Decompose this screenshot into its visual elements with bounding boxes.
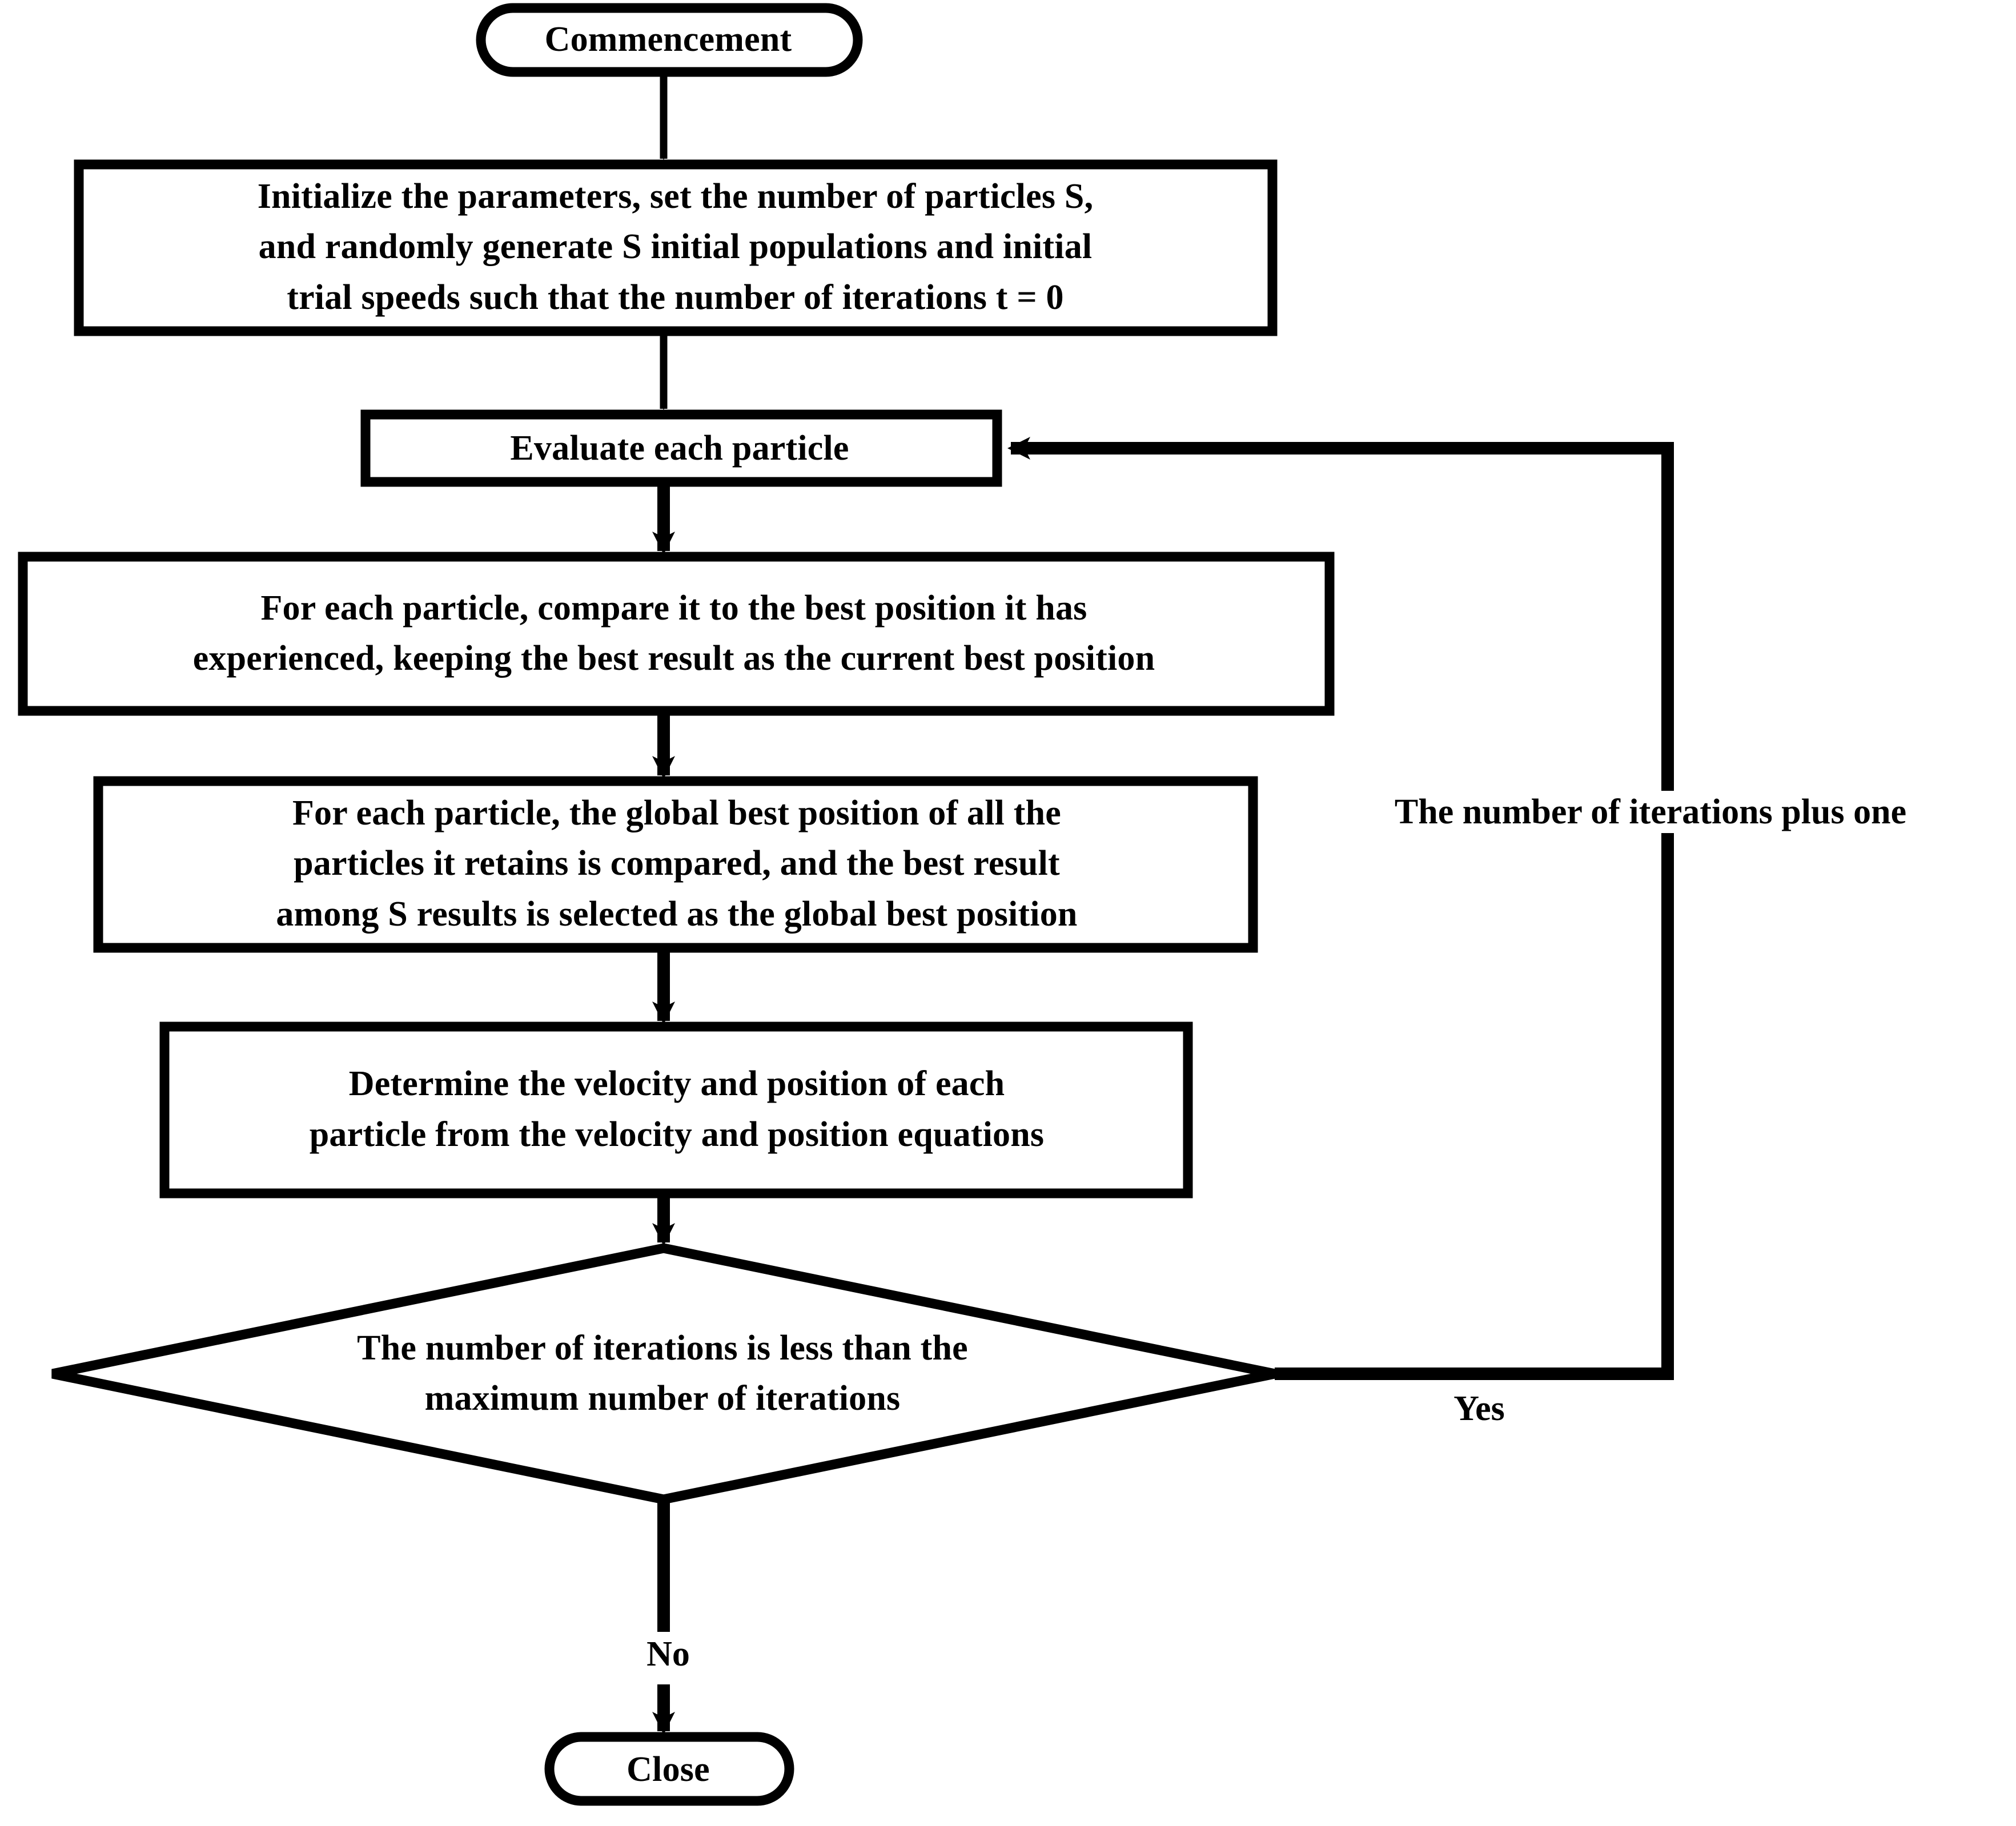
node-personal-best-shape[interactable] (18, 552, 1335, 716)
node-start-label: Commencement (544, 19, 792, 59)
node-start-shape[interactable] (476, 3, 863, 77)
node-init-label: Initialize the parameters, set the numbe… (257, 177, 1094, 317)
node-global-best-label: For each particle, the global best posit… (276, 794, 1078, 934)
node-evaluate-shape[interactable] (360, 409, 1002, 487)
edge-label-no: No (614, 1633, 722, 1676)
edge-decision-yes-loop (1007, 437, 1674, 1380)
node-global-best-shape[interactable] (93, 776, 1258, 953)
node-init-shape[interactable] (74, 159, 1278, 336)
edge-label-yes: Yes (1422, 1387, 1536, 1430)
node-personal-best-label: For each particle, compare it to the bes… (192, 588, 1155, 678)
node-update-label: Determine the velocity and position of e… (309, 1064, 1045, 1154)
node-update-shape[interactable] (159, 1021, 1193, 1198)
edge-label-iteration-increment: The number of iterations plus one (1308, 791, 1993, 834)
node-end-label: Close (627, 1749, 710, 1789)
node-end-shape[interactable] (544, 1732, 794, 1806)
node-decision-label: The number of iterations is less than th… (357, 1328, 968, 1418)
node-evaluate-label: Evaluate each particle (510, 428, 849, 468)
